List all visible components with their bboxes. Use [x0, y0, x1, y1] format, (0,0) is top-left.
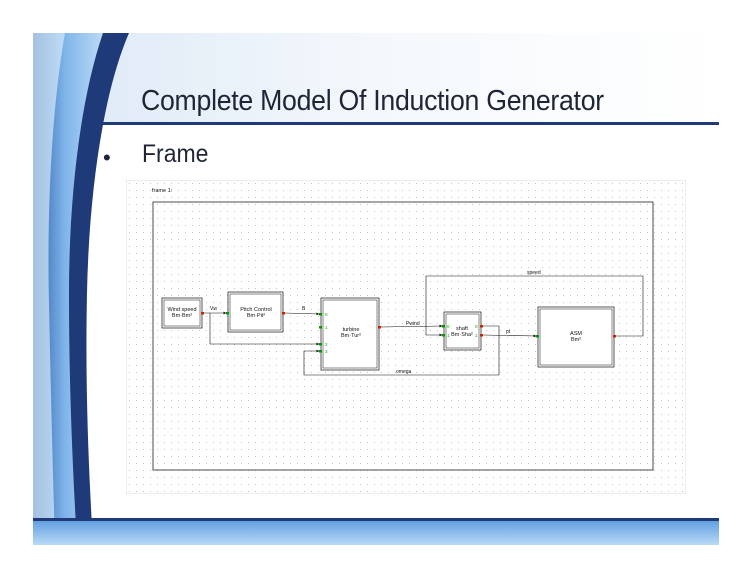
block-shaft-sub: Bm·Sha²	[451, 332, 473, 338]
wire-b	[284, 312, 320, 316]
turbine-pin-1: 1	[325, 325, 328, 330]
block-asm-sub: Bm²	[571, 337, 581, 343]
block-asm[interactable]: ASM Bm²	[536, 306, 616, 368]
signal-speed: speed	[527, 270, 541, 276]
block-wind-speed-sub: Bm·Bm²	[172, 313, 192, 319]
signal-pt: pt	[506, 329, 511, 335]
block-turbine-name: turbine	[343, 327, 360, 333]
wire-vw-branch	[209, 313, 320, 346]
top-band	[33, 33, 719, 125]
slide: Complete Model Of Induction Generator • …	[33, 33, 719, 545]
left-swoosh-highlight	[33, 33, 65, 545]
signal-vw: Vw	[210, 306, 217, 312]
shaft-pin-in-1: 1	[447, 333, 450, 338]
shaft-pin-out-0: 0	[475, 324, 478, 329]
wire-omega	[303, 325, 500, 376]
block-shaft[interactable]: shaft Bm·Sha² 0 1 0 1	[442, 311, 483, 351]
turbine-pin-3: 3	[325, 349, 328, 354]
turbine-pin-2: 2	[325, 342, 328, 347]
slide-title: Complete Model Of Induction Generator	[141, 85, 604, 117]
signal-b: B	[302, 306, 306, 312]
diagram-canvas: frame 1: Wind speed Bm·Bm² Pitch Control…	[126, 180, 686, 494]
block-pitch-control[interactable]: Pitch Control Bm·Pit²	[226, 291, 285, 333]
turbine-pin-0: 0	[325, 312, 328, 317]
block-asm-name: ASM	[570, 331, 582, 337]
bottom-band	[33, 520, 719, 545]
frame-border	[152, 201, 654, 471]
signal-omega: omega	[396, 369, 412, 375]
block-wind-speed-name: Wind speed	[167, 307, 196, 313]
block-pitch-control-name: Pitch Control	[240, 307, 272, 313]
wire-pwind	[380, 324, 443, 328]
frame-label: frame 1:	[152, 188, 173, 194]
bullet-symbol: •	[103, 145, 111, 170]
block-turbine-sub: Bm·Tur²	[341, 333, 361, 339]
wires	[204, 275, 644, 376]
shaft-pin-out-1: 1	[475, 333, 478, 338]
wire-speed	[425, 275, 644, 337]
block-turbine[interactable]: turbine Bm·Tur² 0 1 2 3	[319, 297, 381, 371]
signal-pwind: Pwind	[406, 321, 420, 327]
shaft-pin-in-0: 0	[447, 324, 450, 329]
block-wind-speed[interactable]: Wind speed Bm·Bm²	[161, 297, 204, 329]
bottom-band-line	[33, 518, 719, 521]
block-shaft-name: shaft	[456, 326, 468, 332]
block-pitch-control-sub: Bm·Pit²	[247, 313, 266, 319]
slide-background	[33, 33, 719, 545]
wire-pt	[482, 334, 537, 338]
bullet-text: Frame	[142, 140, 209, 168]
title-underline	[85, 122, 719, 125]
